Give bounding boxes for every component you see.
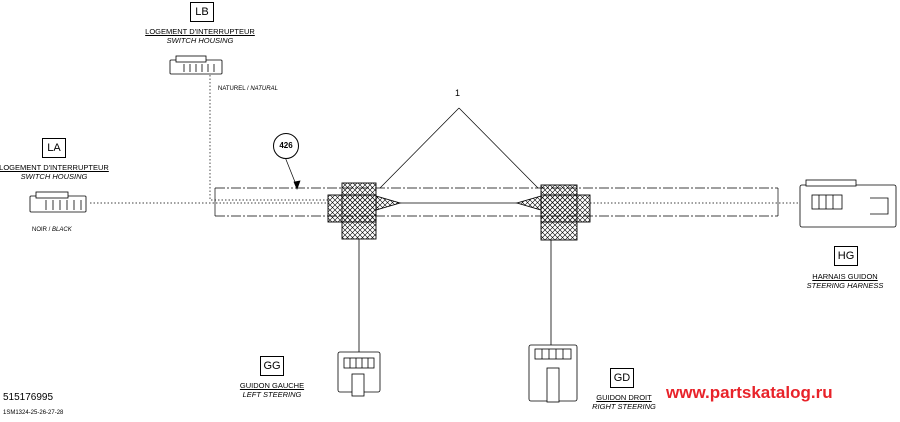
gd-label-fr: GUIDON DROIT bbox=[596, 393, 652, 402]
la-wire-color: NOIR / BLACK bbox=[32, 227, 72, 233]
lb-label-fr: LOGEMENT D'INTERRUPTEUR bbox=[145, 27, 255, 36]
la-wire-en: BLACK bbox=[52, 227, 72, 233]
gg-connector-icon bbox=[337, 351, 381, 397]
wire-lb bbox=[209, 75, 330, 201]
lb-wire-color: NATUREL / NATURAL bbox=[218, 86, 278, 92]
lb-wire-fr: NATUREL / bbox=[218, 86, 249, 92]
la-label-fr: LOGEMENT D'INTERRUPTEUR bbox=[0, 163, 109, 172]
gd-label-en: RIGHT STEERING bbox=[592, 402, 656, 411]
hg-label: HARNAIS GUIDON STEERING HARNESS bbox=[785, 272, 900, 290]
hg-code-box: HG bbox=[834, 246, 858, 266]
hg-label-en: STEERING HARNESS bbox=[806, 281, 884, 290]
gg-label-en: LEFT STEERING bbox=[242, 390, 302, 399]
gd-connector-icon bbox=[528, 344, 578, 403]
gd-code-box: GD bbox=[610, 368, 634, 388]
la-label: LOGEMENT D'INTERRUPTEUR SWITCH HOUSING bbox=[0, 163, 114, 181]
la-connector-icon bbox=[29, 191, 87, 213]
la-wire-fr: NOIR / bbox=[32, 227, 51, 233]
lb-label-en: SWITCH HOUSING bbox=[166, 36, 234, 45]
sub-number: 1SM1324-25-26-27-28 bbox=[3, 410, 64, 416]
hg-label-fr: HARNAIS GUIDON bbox=[812, 272, 878, 281]
gg-label-fr: GUIDON GAUCHE bbox=[239, 381, 305, 390]
ref-426-circle: 426 bbox=[273, 133, 299, 159]
gg-code-box: GG bbox=[260, 356, 284, 376]
watermark: www.partskatalog.ru bbox=[666, 383, 833, 402]
harness-sleeve bbox=[214, 187, 779, 217]
lb-code-box: LB bbox=[190, 2, 214, 22]
gg-label: GUIDON GAUCHE LEFT STEERING bbox=[232, 381, 312, 399]
callout-1: 1 bbox=[455, 88, 461, 98]
ref-426-leader bbox=[284, 156, 301, 190]
left-splice bbox=[327, 182, 402, 240]
la-label-en: SWITCH HOUSING bbox=[20, 172, 88, 181]
callout-1-leaders bbox=[379, 107, 539, 189]
lb-connector-icon bbox=[169, 55, 223, 75]
lb-wire-en: NATURAL bbox=[250, 86, 278, 92]
gd-label: GUIDON DROIT RIGHT STEERING bbox=[584, 393, 664, 411]
lb-label: LOGEMENT D'INTERRUPTEUR SWITCH HOUSING bbox=[140, 27, 260, 45]
part-number: 515176995 bbox=[3, 392, 54, 403]
right-splice bbox=[515, 184, 591, 241]
la-code-box: LA bbox=[42, 138, 66, 158]
hg-connector-icon bbox=[799, 179, 897, 228]
